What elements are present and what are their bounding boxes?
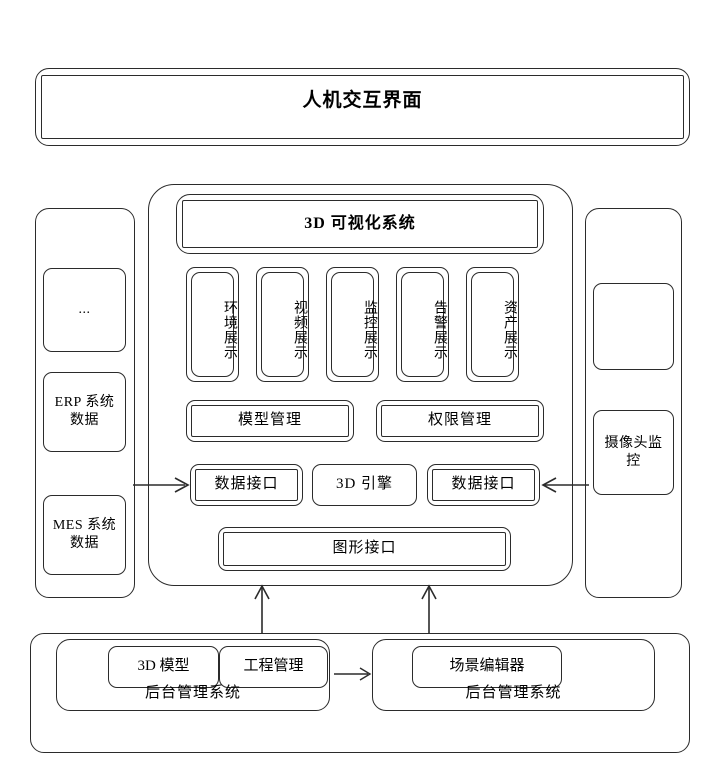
device-placeholder-box[interactable] [593, 283, 674, 370]
3d-model-box[interactable]: 3D 模型 [108, 646, 219, 688]
backend-caption-label: 后台管理系统 [465, 684, 562, 701]
data-interface-left-box[interactable]: 数据接口 [190, 464, 303, 506]
display-module-label: 告警展示 [432, 299, 447, 360]
model-management-box[interactable]: 模型管理 [186, 400, 354, 442]
arrow-backend-right-to-center [419, 584, 439, 636]
arrow-backend-left-to-center [252, 584, 272, 636]
visualization-system-box[interactable]: 3D 可视化系统 [182, 200, 538, 248]
mes-system-data-box[interactable]: MES 系统数据 [43, 495, 126, 575]
display-module-environment[interactable]: 环境展示 [186, 267, 239, 382]
3d-model-label: 3D 模型 [137, 658, 190, 675]
display-module-label: 环境展示 [222, 299, 237, 360]
data-source-ellipsis-label: ... [78, 302, 91, 318]
arrow-left-data-to-interface [133, 475, 193, 495]
human-machine-interface-label: 人机交互界面 [302, 90, 423, 111]
camera-monitoring-label: 摄像头监控 [604, 435, 663, 469]
model-management-label: 模型管理 [237, 412, 302, 429]
human-machine-interface-box[interactable]: 人机交互界面 [41, 75, 684, 139]
arrow-right-device-to-interface [541, 475, 591, 495]
display-module-asset[interactable]: 资产展示 [466, 267, 519, 382]
permission-management-label: 权限管理 [427, 412, 492, 429]
display-module-alarm[interactable]: 告警展示 [396, 267, 449, 382]
permission-management-box[interactable]: 权限管理 [376, 400, 544, 442]
scene-editor-label: 场景编辑器 [449, 658, 525, 675]
graphics-interface-label: 图形接口 [332, 540, 397, 557]
data-interface-label: 数据接口 [451, 476, 516, 493]
display-module-label: 监控展示 [362, 299, 377, 360]
data-source-ellipsis-box[interactable]: ... [43, 268, 126, 352]
3d-engine-box[interactable]: 3D 引擎 [312, 464, 417, 506]
visualization-system-label: 3D 可视化系统 [304, 214, 416, 232]
graphics-interface-box[interactable]: 图形接口 [218, 527, 511, 571]
display-module-label: 资产展示 [502, 299, 517, 360]
external-devices-column [585, 208, 682, 598]
backend-caption-label: 后台管理系统 [144, 684, 241, 701]
data-interface-right-box[interactable]: 数据接口 [427, 464, 540, 506]
mes-system-data-label: MES 系统数据 [52, 518, 117, 551]
camera-monitoring-box[interactable]: 摄像头监控 [593, 410, 674, 495]
arrow-backend-left-to-right [334, 666, 374, 682]
3d-engine-label: 3D 引擎 [335, 476, 394, 493]
scene-editor-box[interactable]: 场景编辑器 [412, 646, 562, 688]
display-module-video[interactable]: 视频展示 [256, 267, 309, 382]
data-interface-label: 数据接口 [214, 476, 279, 493]
engineering-management-box[interactable]: 工程管理 [219, 646, 328, 688]
display-module-label: 视频展示 [292, 299, 307, 360]
erp-system-data-box[interactable]: ERP 系统数据 [43, 372, 126, 452]
display-module-monitoring[interactable]: 监控展示 [326, 267, 379, 382]
engineering-management-label: 工程管理 [243, 658, 304, 675]
erp-system-data-label: ERP 系统数据 [54, 395, 115, 428]
